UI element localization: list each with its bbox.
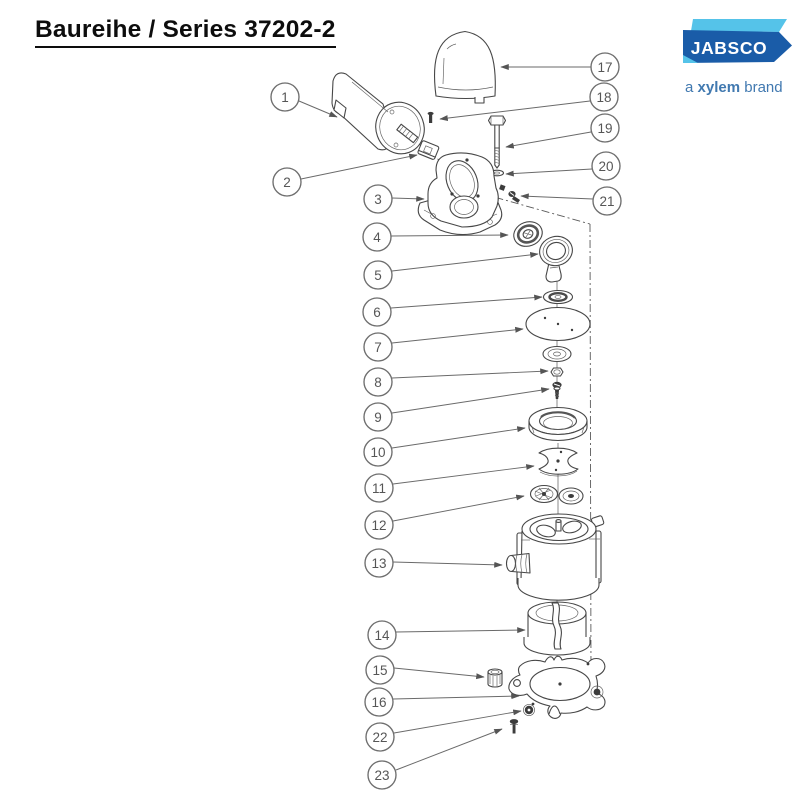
- part-6-seal: [542, 289, 574, 305]
- svg-text:23: 23: [374, 768, 389, 783]
- callout-balloons: 1 2 3 4 5 6 7 8 9 10 11 12 13 14 15 16 1…: [270, 52, 622, 790]
- logo-top-stripe: [691, 19, 787, 32]
- callout-11: 11: [364, 473, 394, 503]
- page-title: Baureihe / Series 37202-2: [35, 16, 336, 48]
- part-9-screw: [552, 381, 562, 399]
- callout-3: 3: [363, 184, 393, 214]
- part-21-screw: [499, 184, 520, 203]
- svg-text:2: 2: [283, 175, 291, 190]
- callout-19: 19: [590, 113, 620, 143]
- svg-text:17: 17: [597, 60, 612, 75]
- callout-15: 15: [365, 655, 395, 685]
- svg-text:20: 20: [598, 159, 613, 174]
- callout-20: 20: [591, 151, 621, 181]
- callout-14: 14: [367, 620, 397, 650]
- part-17-end-cover: [433, 30, 496, 104]
- part-2-coupling: [417, 140, 440, 160]
- svg-text:11: 11: [372, 481, 386, 496]
- logo-corner-accent: [683, 55, 698, 63]
- svg-text:3: 3: [374, 192, 382, 207]
- callout-18: 18: [589, 82, 619, 112]
- svg-text:16: 16: [371, 695, 386, 710]
- svg-text:10: 10: [370, 445, 385, 460]
- pump-inlet-port: [505, 552, 531, 574]
- part-5-seal-housing: [539, 235, 573, 283]
- callout-1: 1: [270, 82, 300, 112]
- svg-text:13: 13: [371, 556, 386, 571]
- callout-22: 22: [365, 722, 395, 752]
- callout-23: 23: [367, 760, 397, 790]
- svg-text:5: 5: [374, 268, 382, 283]
- logo-brand-text: JABSCO: [691, 38, 768, 58]
- svg-text:12: 12: [371, 518, 386, 533]
- svg-text:8: 8: [374, 375, 382, 390]
- svg-text:4: 4: [373, 230, 381, 245]
- part-4-bearing: [513, 221, 543, 248]
- motor-shaft: [396, 123, 419, 144]
- part-13-pump-body: [505, 513, 605, 601]
- part-16-base-plate: [508, 655, 606, 719]
- part-15-insert: [487, 668, 503, 688]
- part-12-valves: [529, 484, 584, 505]
- part-10-ring: [528, 406, 588, 442]
- callout-17: 17: [590, 52, 620, 82]
- svg-text:21: 21: [599, 194, 614, 209]
- part-3-bracket: [417, 152, 503, 236]
- svg-text:15: 15: [372, 663, 387, 678]
- callout-8: 8: [363, 367, 393, 397]
- part-22-nut: [523, 704, 535, 716]
- callout-13: 13: [364, 548, 394, 578]
- callout-10: 10: [363, 437, 393, 467]
- logo-banner: [683, 30, 792, 63]
- callout-16: 16: [364, 687, 394, 717]
- callout-6: 6: [362, 297, 392, 327]
- callout-7: 7: [363, 332, 393, 362]
- part-8-nut: [550, 367, 564, 377]
- callout-4: 4: [362, 222, 392, 252]
- callout-2: 2: [272, 167, 302, 197]
- logo-tagline: a xylem brand: [685, 79, 783, 96]
- svg-text:7: 7: [374, 340, 382, 355]
- svg-text:1: 1: [281, 90, 289, 105]
- jabsco-logo: JABSCO a xylem brand: [683, 19, 792, 96]
- part-19-bolt: [487, 115, 507, 169]
- svg-text:9: 9: [374, 410, 382, 425]
- svg-text:6: 6: [373, 305, 381, 320]
- part-11-wear-plate: [538, 447, 579, 477]
- part-23-screw: [509, 719, 519, 734]
- svg-text:18: 18: [596, 90, 611, 105]
- part-14-inner-cylinder: [523, 601, 591, 656]
- callout-21: 21: [592, 186, 622, 216]
- svg-text:22: 22: [372, 730, 387, 745]
- part-18-pin: [427, 111, 434, 123]
- svg-text:19: 19: [597, 121, 612, 136]
- callout-5: 5: [363, 260, 393, 290]
- part-7-plate: [525, 306, 591, 363]
- leader-lines: [298, 64, 594, 771]
- callout-12: 12: [364, 510, 394, 540]
- svg-text:14: 14: [374, 628, 390, 643]
- callout-9: 9: [363, 402, 393, 432]
- part-1-motor: [331, 72, 425, 155]
